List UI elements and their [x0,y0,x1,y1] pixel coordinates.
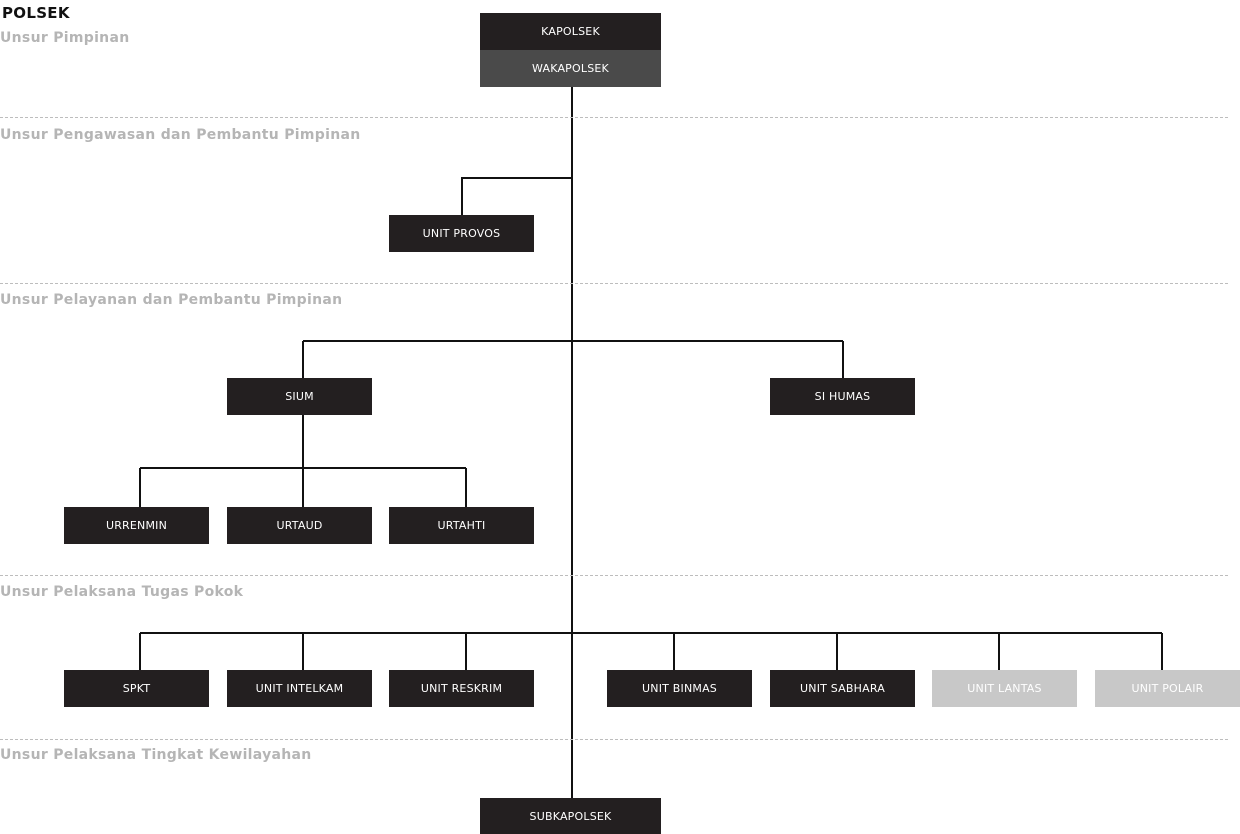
node-unit-polair: UNIT POLAIR [1095,670,1240,707]
node-unit-provos: UNIT PROVOS [389,215,534,252]
node-si-humas: SI HUMAS [770,378,915,415]
section-divider [0,575,1228,576]
node-spkt: SPKT [64,670,209,707]
connector-provos [461,177,572,215]
node-unit-binmas: UNIT BINMAS [607,670,752,707]
section-label-pimpinan: Unsur Pimpinan [0,30,130,46]
section-divider [0,283,1228,284]
section-label-pelayanan: Unsur Pelayanan dan Pembantu Pimpinan [0,292,343,308]
node-urrenmin: URRENMIN [64,507,209,544]
section-label-kewilayahan: Unsur Pelaksana Tingkat Kewilayahan [0,747,312,763]
node-wakapolsek: WAKAPOLSEK [480,50,661,87]
node-sium: SIUM [227,378,372,415]
section-label-tugas-pokok: Unsur Pelaksana Tugas Pokok [0,584,244,600]
node-unit-intelkam: UNIT INTELKAM [227,670,372,707]
section-divider [0,117,1228,118]
node-unit-sabhara: UNIT SABHARA [770,670,915,707]
section-label-pengawasan: Unsur Pengawasan dan Pembantu Pimpinan [0,127,361,143]
node-unit-reskrim: UNIT RESKRIM [389,670,534,707]
node-subkapolsek: SUBKAPOLSEK [480,798,661,834]
node-unit-lantas: UNIT LANTAS [932,670,1077,707]
node-urtahti: URTAHTI [389,507,534,544]
section-divider [0,739,1228,740]
node-kapolsek: KAPOLSEK [480,13,661,50]
node-urtaud: URTAUD [227,507,372,544]
chart-title: POLSEK [2,4,70,22]
